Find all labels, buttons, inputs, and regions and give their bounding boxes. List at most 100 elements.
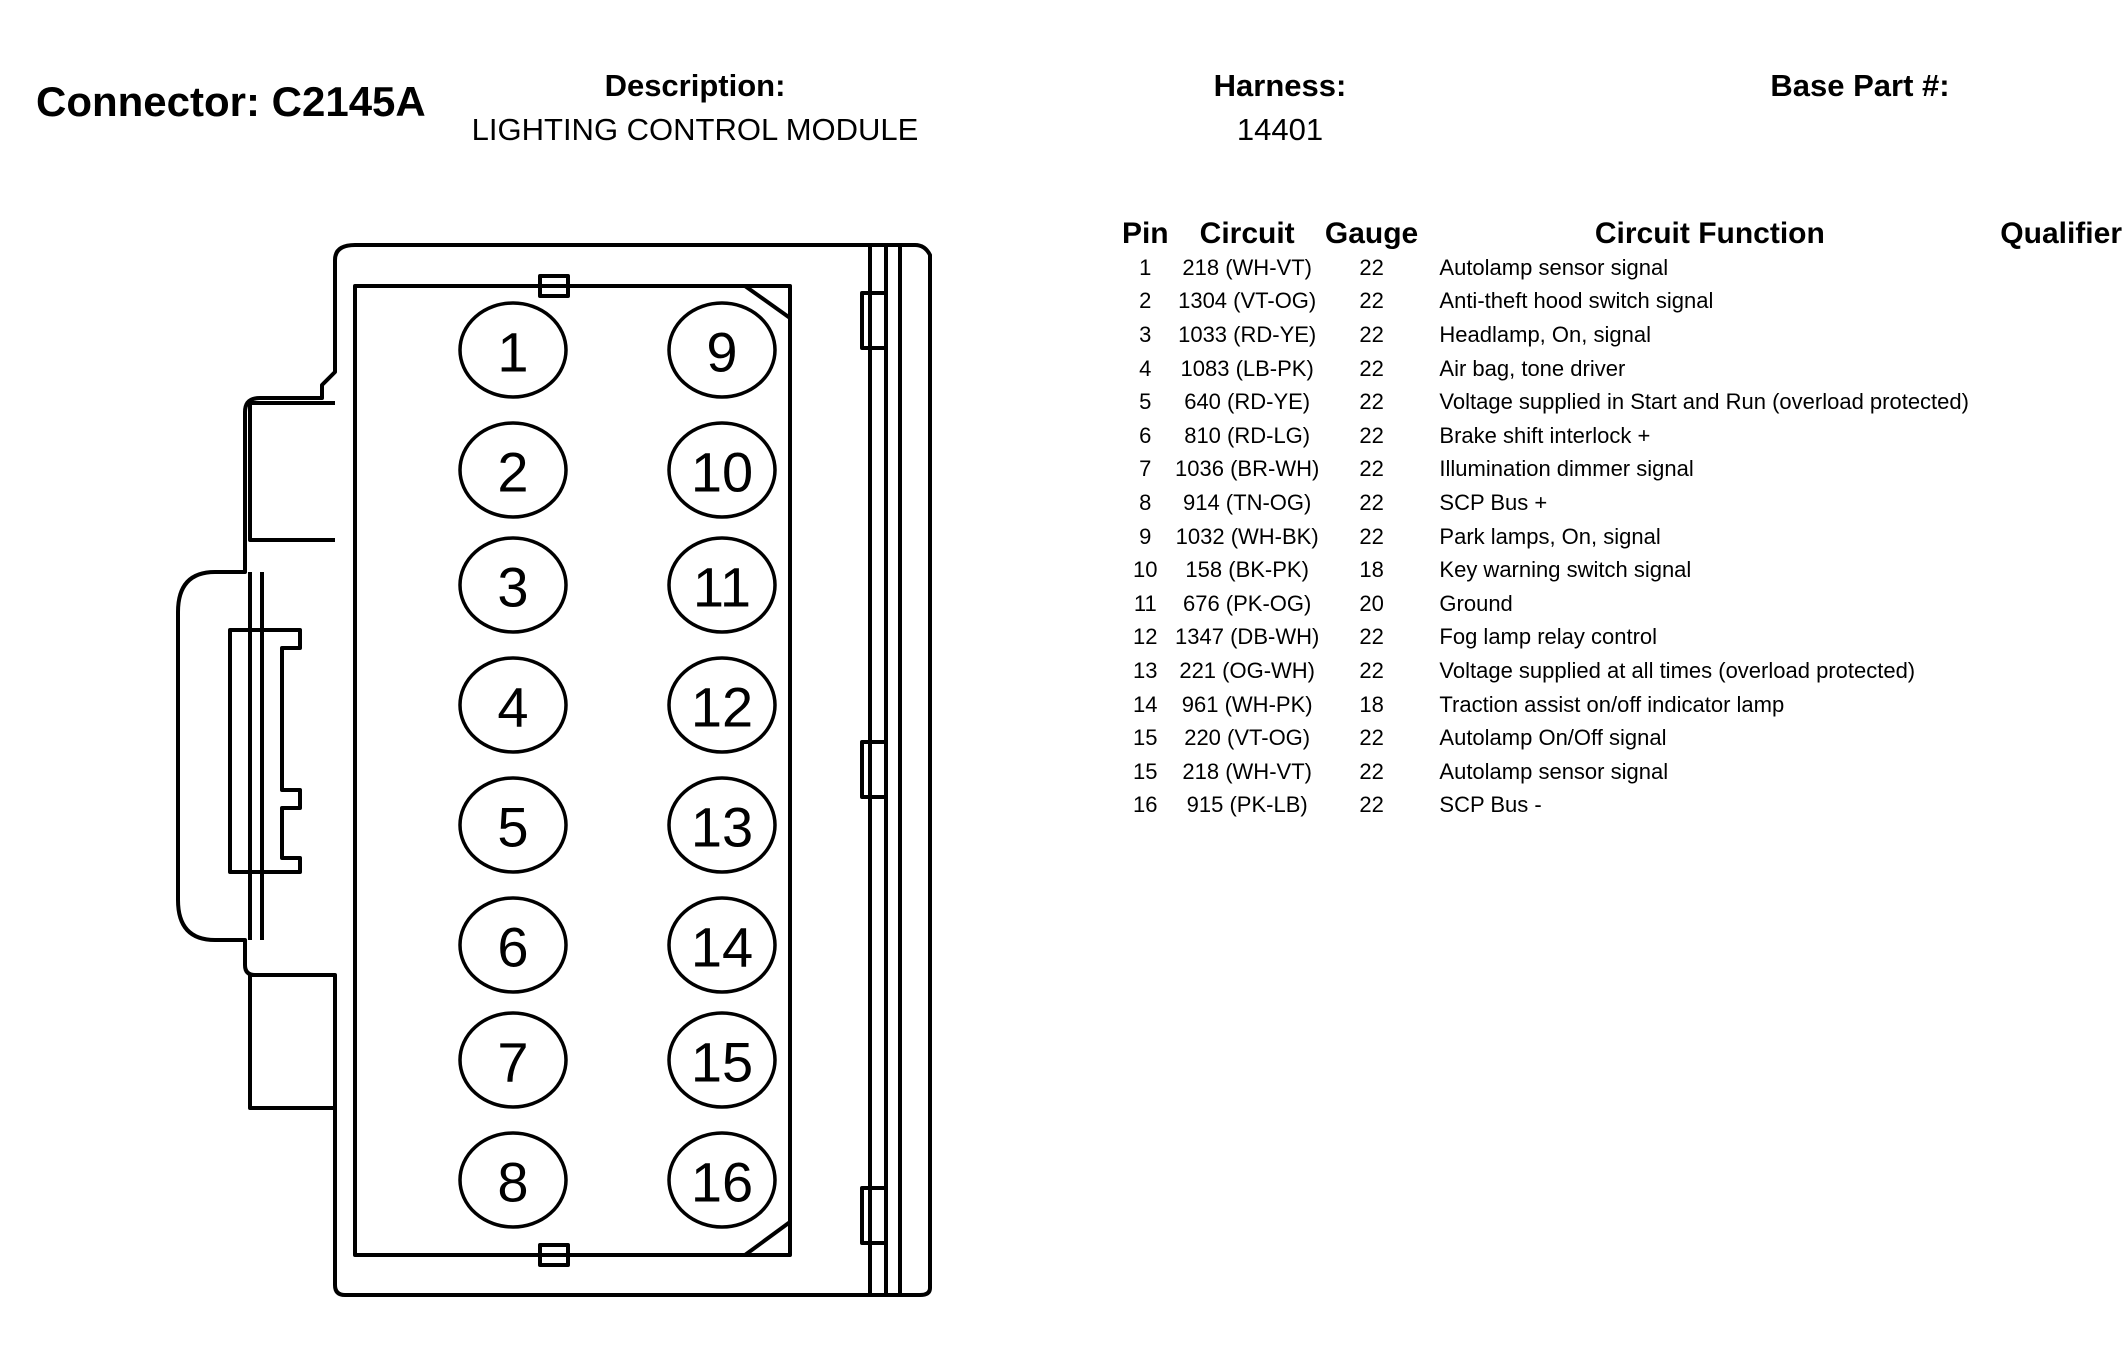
pin-2: 2 (458, 421, 568, 519)
pin-number-label: 10 (691, 441, 753, 504)
pin-1: 1 (458, 301, 568, 399)
table-row: 6 810 (RD-LG) 22 Brake shift interlock + (1120, 419, 2122, 453)
function-cell: Autolamp sensor signal (1439, 758, 1669, 784)
qualifier-cell (2000, 352, 2122, 386)
gauge-cell: 18 (1359, 691, 1384, 717)
circuit-cell: 810 (RD-LG) (1184, 422, 1311, 448)
pin-cell: 15 (1133, 725, 1158, 751)
circuit-cell: 218 (WH-VT) (1182, 254, 1312, 280)
pin-cell: 6 (1139, 422, 1152, 448)
pin-circle (458, 421, 568, 519)
pin-circle (458, 1011, 568, 1109)
pin-circle (458, 301, 568, 399)
pin-cell: 2 (1139, 288, 1152, 314)
function-cell: Illumination dimmer signal (1439, 456, 1694, 482)
pin-number-label: 9 (706, 321, 737, 384)
qualifier-cell (2000, 453, 2122, 487)
pin-13: 13 (667, 776, 777, 874)
pin-number-label: 8 (497, 1151, 528, 1214)
pin-number-label: 16 (691, 1151, 753, 1214)
circuit-cell: 1304 (VT-OG) (1178, 288, 1317, 314)
pin-number-label: 1 (497, 321, 528, 384)
gauge-cell: 22 (1359, 523, 1384, 549)
qualifier-cell (2000, 688, 2122, 722)
pin-number-label: 3 (497, 556, 528, 619)
qualifier-cell (2000, 419, 2122, 453)
harness-label: Harness: (1213, 68, 1347, 103)
pin-circle (667, 421, 777, 519)
function-cell: Autolamp On/Off signal (1439, 725, 1667, 751)
pin-7: 7 (458, 1011, 568, 1109)
pin-cell: 4 (1139, 355, 1152, 381)
pin-cell: 14 (1133, 691, 1158, 717)
pin-table: Pin Circuit Gauge Circuit Function Quali… (1120, 213, 2122, 822)
pin-cell: 1 (1139, 254, 1152, 280)
pin-circle (667, 301, 777, 399)
pin-11: 11 (667, 536, 777, 634)
qualifier-cell (2000, 621, 2122, 655)
pin-cell: 11 (1133, 590, 1157, 616)
gauge-cell: 22 (1359, 422, 1384, 448)
function-cell: SCP Bus - (1439, 792, 1542, 818)
gauge-cell: 22 (1359, 725, 1384, 751)
pin-cell: 10 (1133, 557, 1158, 583)
pin-circle (667, 1011, 777, 1109)
pin-10: 10 (667, 421, 777, 519)
pin-cell: 7 (1139, 456, 1152, 482)
function-cell: Autolamp sensor signal (1439, 254, 1669, 280)
function-cell: Air bag, tone driver (1439, 355, 1626, 381)
description-label: Description: (604, 68, 786, 103)
qualifier-cell (2000, 318, 2122, 352)
gauge-cell: 22 (1359, 321, 1384, 347)
connector-housing (176, 243, 932, 1297)
table-header-row: Pin Circuit Gauge Circuit Function Quali… (1120, 213, 2122, 251)
pin-9: 9 (667, 301, 777, 399)
column-header-circuit-function: Circuit Function (1594, 217, 1825, 250)
pin-number-label: 12 (691, 676, 753, 739)
column-header-gauge: Gauge (1324, 217, 1419, 250)
pin-12: 12 (667, 656, 777, 754)
function-cell: Voltage supplied at all times (overload … (1439, 657, 1916, 683)
gauge-cell: 22 (1359, 254, 1384, 280)
gauge-cell: 22 (1359, 758, 1384, 784)
pin-cell: 8 (1139, 489, 1152, 515)
harness-value: 14401 (1236, 112, 1324, 147)
qualifier-cell (2000, 721, 2122, 755)
pin-circle (458, 656, 568, 754)
pin-3: 3 (458, 536, 568, 634)
pin-circle (458, 1131, 568, 1229)
pin-number-label: 7 (497, 1031, 528, 1094)
circuit-cell: 220 (VT-OG) (1184, 725, 1311, 751)
function-cell: Fog lamp relay control (1439, 624, 1658, 650)
gauge-cell: 20 (1359, 590, 1384, 616)
gauge-cell: 22 (1359, 389, 1384, 415)
circuit-cell: 1033 (RD-YE) (1178, 321, 1317, 347)
table-row: 1 218 (WH-VT) 22 Autolamp sensor signal (1120, 251, 2122, 285)
pin-number-label: 6 (497, 916, 528, 979)
qualifier-cell (2000, 486, 2122, 520)
column-header-qualifier: Qualifier (2000, 217, 2122, 250)
gauge-cell: 22 (1359, 657, 1384, 683)
function-cell: Brake shift interlock + (1439, 422, 1651, 448)
connector-title: Connector: C2145A (36, 78, 426, 125)
pin-number-label: 2 (497, 441, 528, 504)
pin-cell: 16 (1133, 792, 1158, 818)
qualifier-cell (2000, 654, 2122, 688)
pin-cell: 15 (1133, 758, 1158, 784)
base-part-label: Base Part #: (1770, 68, 1950, 103)
function-cell: Park lamps, On, signal (1439, 523, 1661, 549)
pin-6: 6 (458, 896, 568, 994)
gauge-cell: 22 (1359, 624, 1384, 650)
circuit-cell: 961 (WH-PK) (1181, 691, 1313, 717)
pin-4: 4 (458, 656, 568, 754)
